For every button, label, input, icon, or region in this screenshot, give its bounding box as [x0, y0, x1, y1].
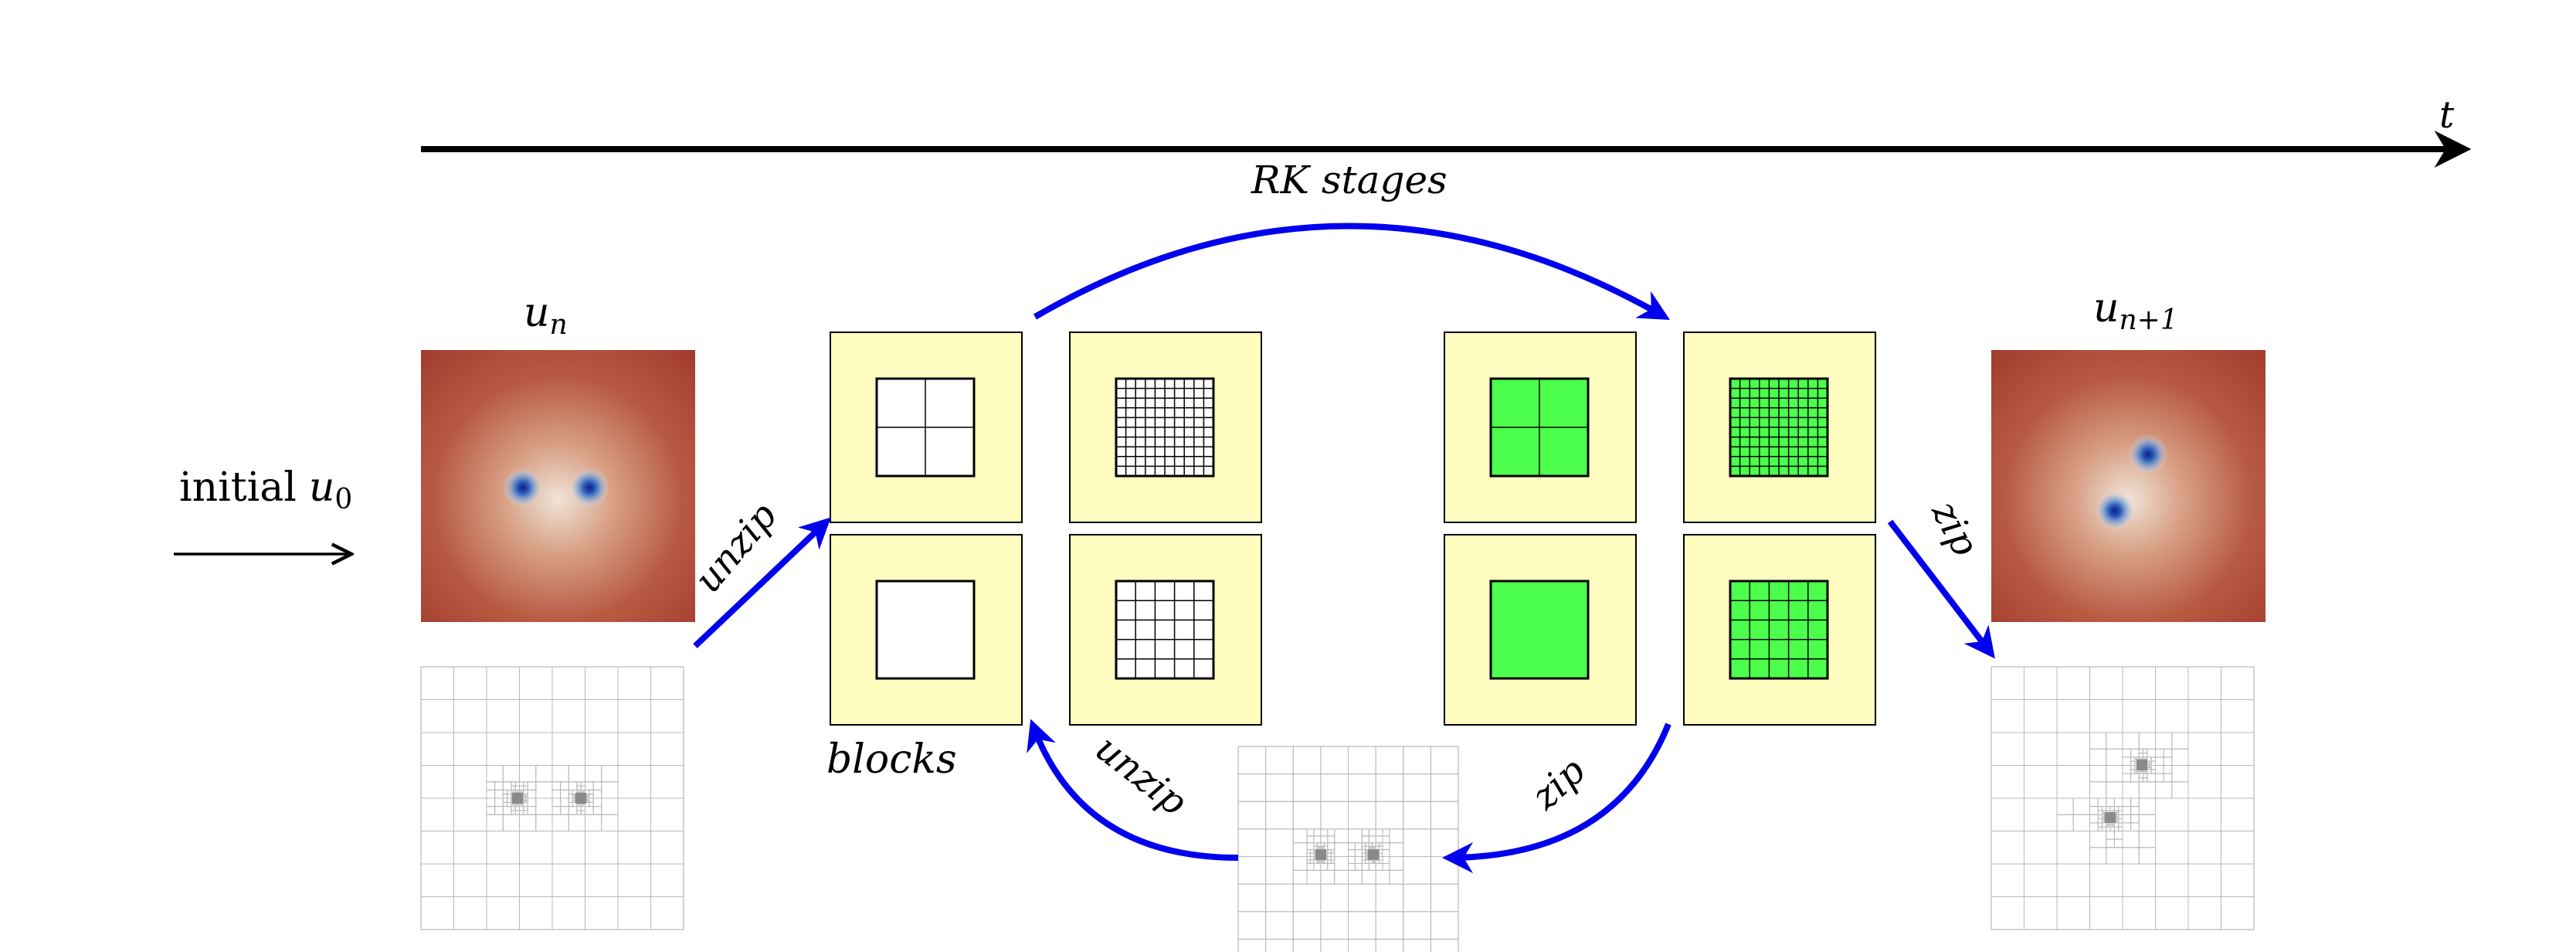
zip-label-right: zip: [1923, 493, 1987, 563]
field-un1: [1991, 350, 2265, 622]
state-n1-label: un+1: [2093, 285, 2178, 336]
block: [1683, 534, 1876, 726]
vortex-core-marker: [1315, 849, 1326, 860]
vortex-1: [503, 468, 543, 508]
vortex-2: [569, 468, 609, 508]
block-grid: [1115, 580, 1215, 680]
blocks-right: [1444, 332, 1876, 726]
block: [1069, 534, 1262, 726]
block: [830, 534, 1023, 726]
vortex-core-marker: [2105, 812, 2116, 823]
time-axis-label: t: [2439, 94, 2455, 137]
vortex-core-marker: [512, 793, 523, 804]
vortex-1: [2128, 434, 2168, 474]
vortex-core-marker: [2136, 760, 2147, 770]
block-grid: [1729, 580, 1829, 680]
blocks-left: [830, 332, 1262, 726]
rk-stages-label: RK stages: [1251, 158, 1448, 202]
unzip-arrow-top: [693, 517, 831, 648]
zip-arrow-bottom: [1442, 722, 1672, 873]
block: [830, 332, 1023, 523]
block-grid: [1489, 580, 1590, 680]
block: [1683, 332, 1876, 523]
vortex-2: [2095, 491, 2135, 531]
state-n-label: un: [524, 290, 568, 341]
vortex-core-marker: [575, 793, 586, 804]
mesh-intermediate: [1237, 746, 1459, 952]
mesh-un: [420, 666, 684, 930]
unzip-arrow-bottom: [1027, 719, 1239, 861]
zip-arrow-right: [1887, 519, 1995, 659]
block: [1069, 332, 1262, 523]
block: [1444, 332, 1637, 523]
rk-stages-arrow: [1033, 223, 1670, 320]
block: [1444, 534, 1637, 726]
unzip-label-top: unzip: [686, 495, 786, 601]
field-un: [421, 350, 695, 622]
vortex-core-marker: [1368, 849, 1379, 860]
mesh-un1: [1991, 666, 2255, 930]
block-grid: [875, 580, 976, 680]
blocks-label: blocks: [826, 736, 957, 783]
unzip-label-bottom: unzip: [1088, 726, 1195, 824]
zip-label-bottom: zip: [1523, 750, 1593, 819]
